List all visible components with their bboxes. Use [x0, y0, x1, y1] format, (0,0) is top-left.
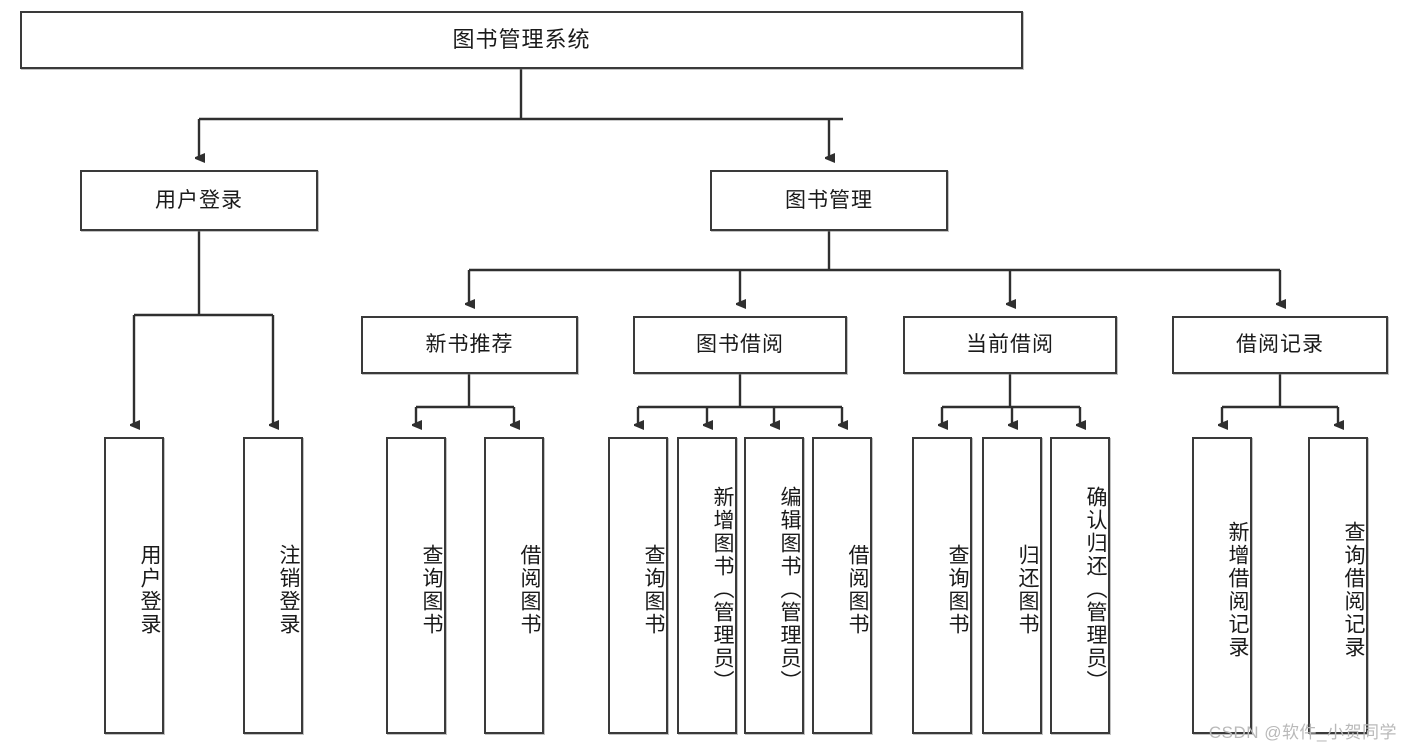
leaf-borrow-book-recommendation[interactable]: 借阅图书 [484, 437, 544, 734]
node-new-book-recommendation[interactable]: 新书推荐 [361, 316, 578, 374]
leaf-add-book-admin[interactable]: 新增图书（管理员） [677, 437, 737, 734]
node-current-borrowing[interactable]: 当前借阅 [903, 316, 1117, 374]
leaf-query-book-borrowing[interactable]: 查询图书 [608, 437, 668, 734]
leaf-add-borrowing-record[interactable]: 新增借阅记录 [1192, 437, 1252, 734]
node-book-borrowing[interactable]: 图书借阅 [633, 316, 847, 374]
leaf-confirm-return-admin[interactable]: 确认归还（管理员） [1050, 437, 1110, 734]
node-borrowing-record[interactable]: 借阅记录 [1172, 316, 1388, 374]
leaf-query-book-recommendation[interactable]: 查询图书 [386, 437, 446, 734]
node-user-login[interactable]: 用户登录 [80, 170, 318, 231]
csdn-watermark: CSDN @软件_小贺同学 [1208, 723, 1397, 742]
leaf-borrow-book[interactable]: 借阅图书 [812, 437, 872, 734]
leaf-logout[interactable]: 注销登录 [243, 437, 303, 734]
leaf-edit-book-admin[interactable]: 编辑图书（管理员） [744, 437, 804, 734]
leaf-query-borrowing-record[interactable]: 查询借阅记录 [1308, 437, 1368, 734]
node-root-system[interactable]: 图书管理系统 [20, 11, 1023, 69]
leaf-user-login[interactable]: 用户登录 [104, 437, 164, 734]
leaf-return-book[interactable]: 归还图书 [982, 437, 1042, 734]
leaf-query-book-current[interactable]: 查询图书 [912, 437, 972, 734]
node-book-management[interactable]: 图书管理 [710, 170, 948, 231]
